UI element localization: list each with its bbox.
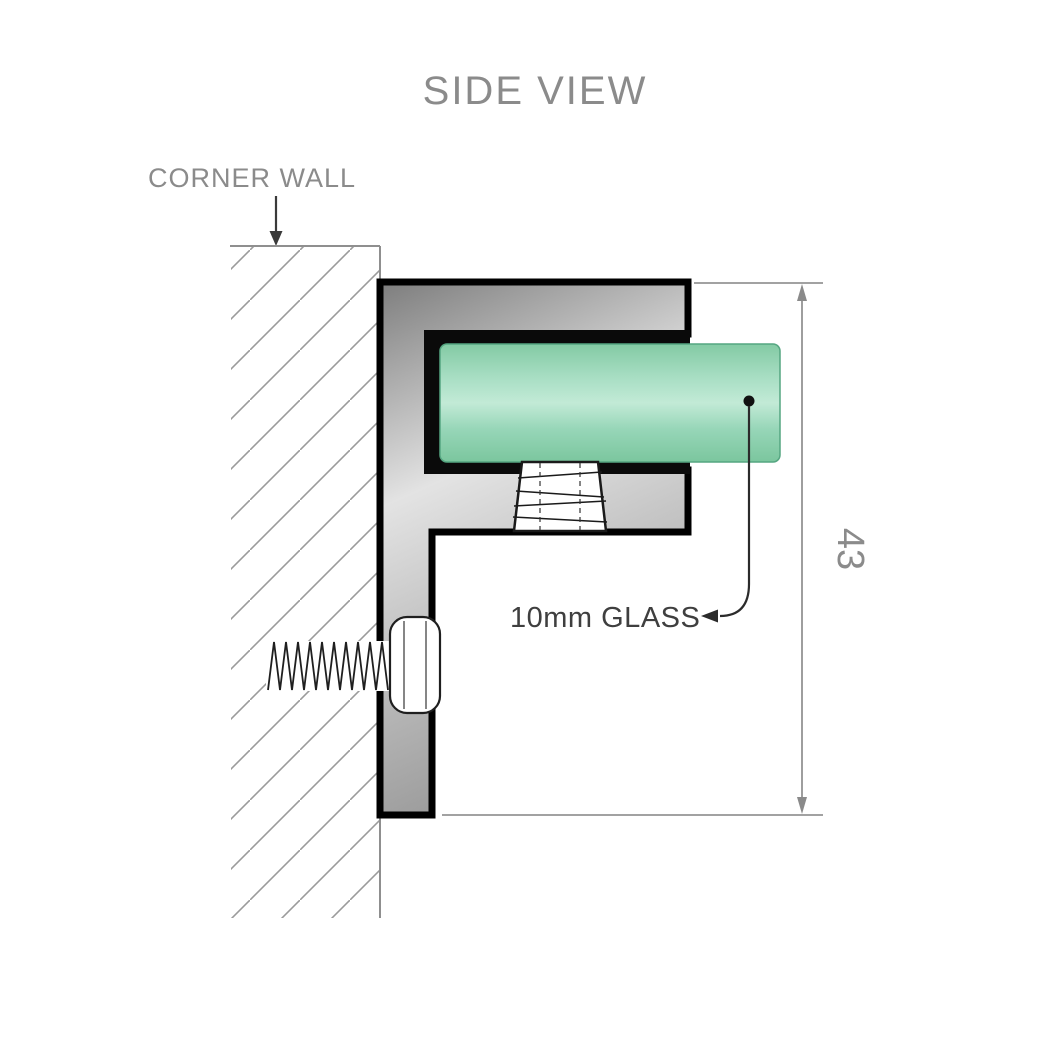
wall-hatching [231,246,380,918]
dimension-arrow-top [797,284,807,301]
callout-arrowhead [701,609,718,623]
screw-thread-zigzag [267,641,389,691]
corner-wall-pointer-arrow [269,196,283,246]
set-screw [512,460,608,533]
glass-callout: 10mm GLASS [510,395,755,634]
dimension-arrow-bottom [797,797,807,814]
wall-fixing-screw [266,615,442,715]
diagram-title: SIDE VIEW [423,69,648,113]
corner-wall-label: CORNER WALL [148,163,356,193]
callout-leader-line [719,406,751,618]
callout-anchor-dot [743,395,755,407]
glass-label: 10mm GLASS [510,602,700,634]
glass-panel [439,343,781,463]
dimension-43: 43 [442,282,871,816]
dimension-value: 43 [829,528,871,570]
corner-wall [230,245,381,918]
screw-washer [388,615,442,715]
